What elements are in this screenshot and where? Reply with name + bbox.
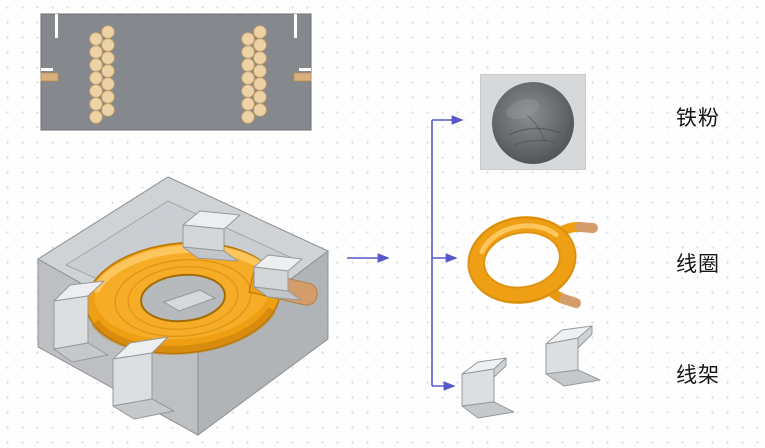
label-iron-powder: 铁粉	[676, 106, 720, 130]
clip-left	[461, 357, 515, 419]
label-coil: 线圈	[676, 252, 720, 276]
case-center-slot	[162, 289, 217, 312]
case-body	[40, 13, 312, 131]
copper-tip-bottom	[559, 294, 581, 308]
iron-powder-photo	[480, 74, 586, 170]
wire-turns-right	[241, 25, 267, 124]
left-terminal-tab	[40, 72, 59, 82]
bobbin-clips-image	[461, 325, 601, 419]
corner-slit-right	[294, 14, 297, 38]
wire-turns-left	[89, 25, 115, 124]
copper-tip-top	[575, 222, 598, 233]
coil-loop	[467, 216, 577, 304]
inductor-cross-section-diagram	[40, 13, 312, 131]
clip-right	[545, 325, 601, 387]
corner-slit-left	[55, 14, 58, 38]
metal-clips	[53, 210, 303, 420]
powder-mound	[492, 82, 574, 164]
label-bobbin: 线架	[676, 363, 720, 387]
inductor-3d-model	[37, 176, 329, 436]
right-terminal-tab	[293, 72, 312, 82]
coil-image	[467, 216, 598, 308]
right-slit	[299, 68, 311, 71]
left-slit	[41, 68, 53, 71]
